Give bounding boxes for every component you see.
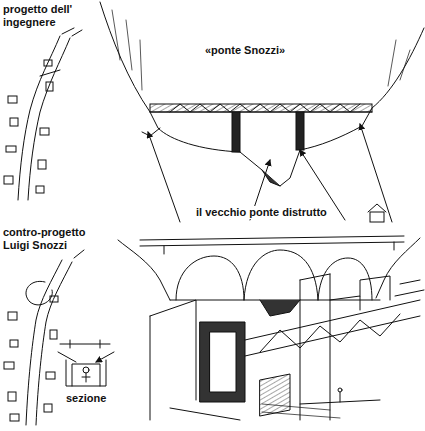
section-sketch — [58, 340, 114, 386]
valley-new-bridge — [100, 2, 424, 186]
map-caption: progetto dell' ingegnere — [3, 3, 87, 29]
map-caption: contro-progetto Luigi Snozzi — [3, 226, 87, 252]
bridge-label: «ponte Snozzi» — [203, 44, 287, 57]
old-bridge — [118, 204, 420, 316]
bridge-label: il vecchio ponte distrutto — [194, 206, 329, 219]
map-engineer — [4, 28, 82, 200]
perspective-sketch — [150, 274, 424, 420]
transfer-arrows — [148, 124, 392, 222]
section-label: sezione — [64, 392, 108, 405]
